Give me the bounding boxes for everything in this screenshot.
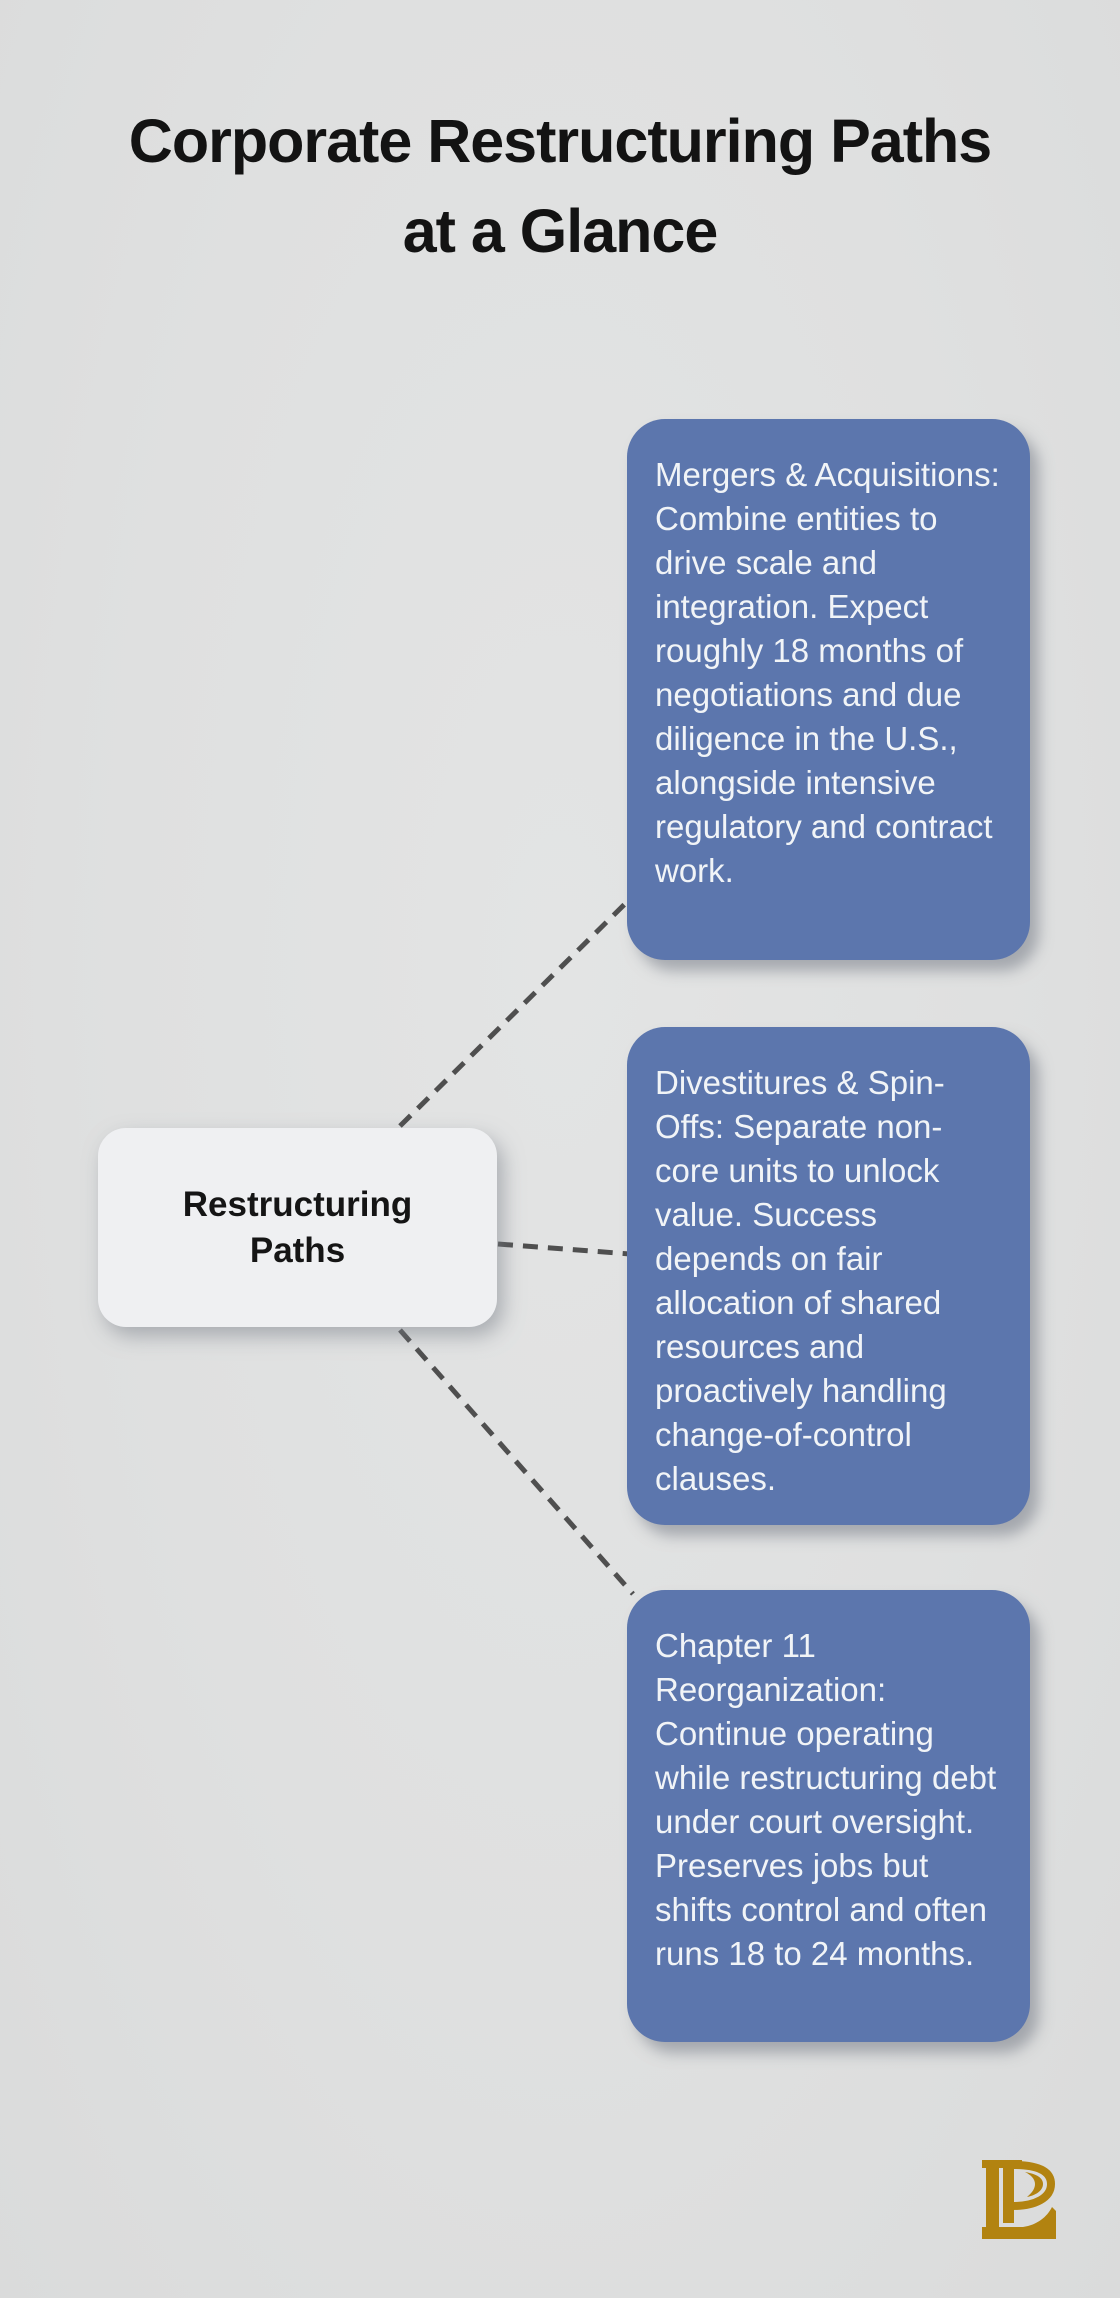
branch-card-mergers-acquisitions-text: Mergers & Acquisitions: Combine entities…	[655, 456, 1000, 889]
center-node-restructuring-paths: Restructuring Paths	[98, 1128, 497, 1327]
branch-card-chapter11-reorganization-text: Chapter 11 Reorganization: Continue oper…	[655, 1627, 997, 1972]
branch-card-divestitures-spinoffs-text: Divestitures & Spin-Offs: Separate non-c…	[655, 1064, 947, 1497]
pl-monogram-logo-icon	[981, 2157, 1058, 2241]
connector-line-top	[398, 895, 634, 1128]
page-title: Corporate Restructuring Paths at a Glanc…	[0, 96, 1120, 276]
page-title-line2: at a Glance	[402, 197, 719, 265]
branch-card-mergers-acquisitions: Mergers & Acquisitions: Combine entities…	[627, 419, 1030, 960]
page-title-line1: Corporate Restructuring Paths	[128, 107, 992, 175]
connector-line-bottom	[398, 1328, 635, 1596]
branch-card-chapter11-reorganization: Chapter 11 Reorganization: Continue oper…	[627, 1590, 1030, 2042]
branch-card-divestitures-spinoffs: Divestitures & Spin-Offs: Separate non-c…	[627, 1027, 1030, 1525]
connector-line-middle	[497, 1241, 631, 1257]
center-node-label: Restructuring Paths	[182, 1184, 413, 1270]
